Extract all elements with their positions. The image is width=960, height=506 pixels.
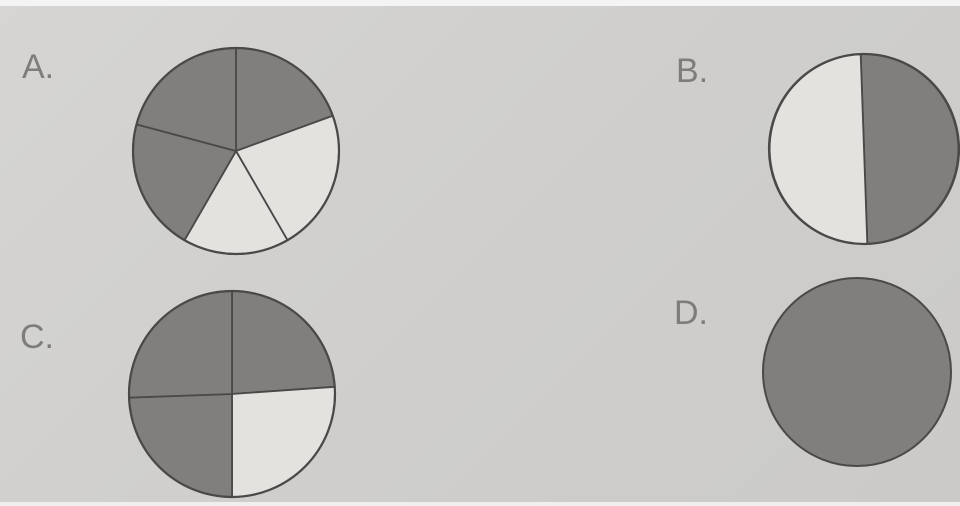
option-d-whole bbox=[762, 277, 952, 467]
option-b-sector bbox=[768, 53, 869, 245]
option-c-label: C. bbox=[20, 318, 54, 356]
option-c-sector bbox=[128, 290, 233, 399]
option-d-label: D. bbox=[674, 294, 708, 332]
option-a-circle bbox=[131, 46, 341, 256]
option-c-outline bbox=[127, 289, 337, 499]
option-b-circle bbox=[767, 52, 960, 246]
option-a-label: A. bbox=[22, 48, 55, 86]
option-c-sector bbox=[231, 290, 336, 395]
photo-edge-bottom bbox=[0, 502, 960, 506]
option-b-outline bbox=[767, 52, 960, 246]
option-c-circle bbox=[127, 289, 337, 499]
option-c-sector bbox=[231, 385, 336, 498]
option-b-label: B. bbox=[676, 52, 709, 90]
option-b-sector bbox=[859, 53, 960, 245]
option-a-outline bbox=[131, 46, 341, 256]
option-d-circle bbox=[762, 277, 952, 467]
option-c-sector bbox=[128, 393, 233, 498]
photo-edge-top bbox=[0, 0, 960, 6]
